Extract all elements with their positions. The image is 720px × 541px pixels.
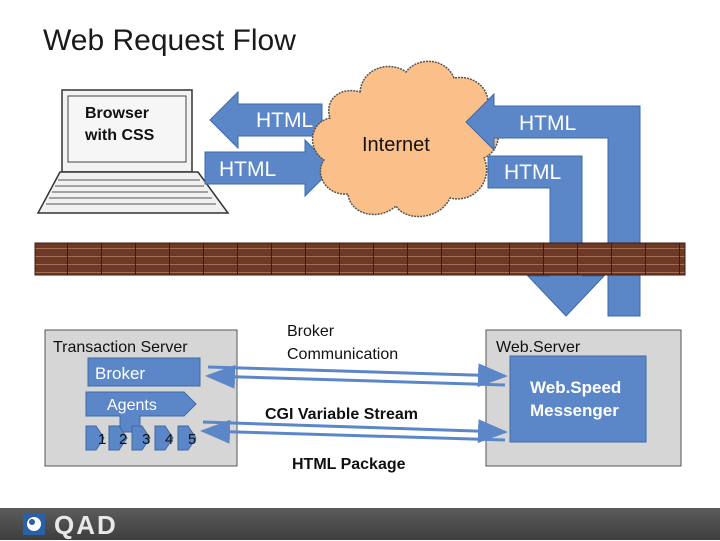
webspeed-messenger-box [509,355,647,443]
agent-pool [85,425,197,451]
footer-bar [0,508,720,540]
agent-number-1: 1 [98,431,106,448]
browser-label-line1: Browser [85,105,149,122]
agents-label: Agents [107,397,157,414]
agent-number-3: 3 [142,431,150,448]
broker-communication-line1: Broker [287,323,335,340]
left-inbound-arrow [209,90,323,150]
internet-cloud-icon [311,60,500,218]
webserver-title: Web.Server [496,339,581,356]
agent-number-2: 2 [119,431,127,448]
network-rail [34,242,686,276]
broker-label: Broker [95,364,145,383]
broker-box [87,357,201,387]
page-title: Web Request Flow [43,24,296,57]
qad-logo-text: QAD [54,510,118,540]
html-package-label: HTML Package [292,456,406,473]
laptop-icon [36,89,230,214]
right-bottom-arrow-label: HTML [504,161,561,184]
left-outbound-arrow [204,138,334,198]
webspeed-messenger-line1: Web.Speed [530,378,621,397]
agents-bar [85,391,197,433]
webspeed-messenger-line2: Messenger [530,401,619,420]
right-inbound-arrow [487,155,606,317]
left-bottom-arrow-label: HTML [219,158,276,181]
left-top-arrow-label: HTML [256,109,313,132]
right-outbound-arrow [465,92,641,317]
agent-link-arrows [200,419,508,444]
qad-logo-icon [23,513,45,535]
cgi-variable-stream-label: CGI Variable Stream [265,406,418,423]
right-top-arrow-label: HTML [519,112,576,135]
browser-label-line2: with CSS [84,127,155,144]
broker-communication-line2: Communication [287,346,398,363]
transaction-server-title: Transaction Server [53,339,188,356]
internet-label: Internet [362,134,430,156]
agent-number-5: 5 [188,431,196,448]
agent-number-4: 4 [165,431,173,448]
broker-link-arrows [205,363,508,389]
